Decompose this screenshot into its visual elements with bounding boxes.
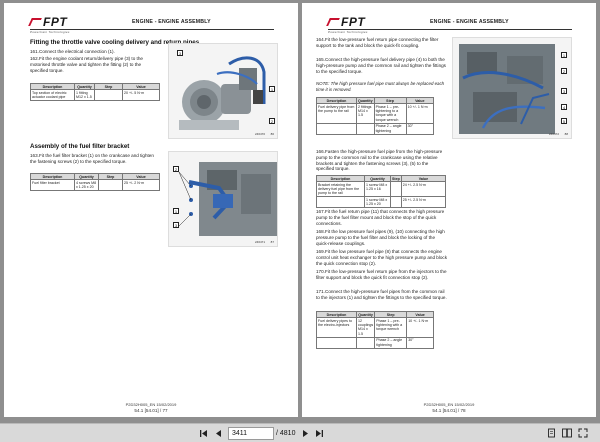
first-page-icon[interactable] [198,428,208,438]
table-row: Top section of electric actuator coolant… [30,89,160,101]
page-total-label: / 4810 [276,430,296,437]
next-page-icon[interactable] [300,428,310,438]
step-164: 164.Fit the low-pressure fuel return pip… [316,37,439,48]
callout-5: 5 [561,118,567,124]
callout-1: 1 [561,52,567,58]
note-high-pressure-pipe: NOTE: The high pressure fuel pipe must a… [316,81,445,92]
torque-table-delivery-pipe: Description Quantity Step Value Fuel del… [316,97,435,135]
page-header-title: ENGINE - ENGINE ASSEMBLY [132,19,211,25]
footer-page-number: 54.1 [54.01] / 77 [134,408,168,413]
section-title-throttle: Fitting the throttle valve cooling deliv… [30,39,200,46]
torque-table-coolant: Description Quantity Step Value Top sect… [30,83,160,101]
callout-4: 4 [561,104,567,110]
viewer-toolbar: 3411 / 4810 [0,423,600,442]
callout-3: 3 [177,50,183,56]
fuel-filter-illustration [169,152,277,246]
figure-code: 246470 [254,132,265,136]
figure-fuel-filter-bracket: 2 1 3 246471 87 [168,151,278,247]
table-row: Fuel delivery pipes to the electro-injec… [316,317,434,338]
figure-code: 246471 [254,240,265,244]
table-row: Phase 2 – angle tightening 30° [316,122,435,135]
step-165: 165.Connect the high-pressure fuel deliv… [316,57,446,74]
single-page-view-icon[interactable] [546,428,556,438]
previous-page-icon[interactable] [213,428,223,438]
table-row: Phase 2 – angle tightening 30° [316,336,434,349]
torque-table-bracket: Description Quantity Step Value Bracket … [316,175,447,209]
step-168: 168.Fit the low pressure fuel pipes (9),… [316,229,445,246]
footer-reference: P2D32H005_EN 15/02/2019 [125,402,177,407]
table-row: 1 screw M8 x 1.25 x 20 25 +/- 2.5 N·m [316,196,447,209]
callout-2: 2 [173,166,179,172]
header-divider [30,29,274,30]
fullscreen-icon[interactable] [578,428,588,438]
callout-1: 1 [269,86,275,92]
step-163: 163.Fit the fuel filter bracket (1) on t… [30,153,154,164]
step-162: 162.Fit the engine coolant return/delive… [30,56,143,73]
figure-number: 87 [270,240,274,244]
step-161: 161.Connect the electrical connection (1… [30,49,115,54]
header-divider [328,29,572,30]
callout-1: 1 [173,208,179,214]
page-number-input[interactable]: 3411 [228,427,274,440]
fpt-logo: FPT Powertrain Technologies [28,15,70,34]
table-row: Bracket retaining the delivery fuel pipe… [316,180,447,198]
figure-throttle-valve: 3 1 2 246470 86 [168,43,278,139]
callout-2: 2 [269,118,275,124]
figure-number: 86 [270,132,274,136]
step-170: 170.Fit the low-pressure fuel return pip… [316,269,447,280]
left-page: FPT Powertrain Technologies ENGINE - ENG… [4,3,298,417]
page-header-title: ENGINE - ENGINE ASSEMBLY [430,19,509,25]
table-row: Fuel filter bracket 4 screws M8 x 1.25 x… [30,179,160,191]
footer-page-number: 54.1 [54.01] / 78 [432,408,466,413]
step-166: 166.Fasten the high-pressure fuel pipe f… [316,149,443,172]
footer-reference: P2D32H005_EN 15/02/2019 [423,402,475,407]
section-title-fuel-filter: Assembly of the fuel filter bracket [30,143,130,150]
table-row: Fuel delivery pipe from the pump to the … [316,103,435,124]
right-page: FPT Powertrain Technologies ENGINE - ENG… [302,3,596,417]
fpt-logo: FPT Powertrain Technologies [326,15,368,34]
callout-3: 3 [561,88,567,94]
fuel-pipes-illustration [453,38,571,138]
step-169: 169.Fit the low pressure fuel pipe (8) t… [316,249,448,266]
figure-number: 88 [564,132,568,136]
figure-code: 246472 [548,132,559,136]
callout-2: 2 [561,68,567,74]
step-171: 171.Connect the high-pressure fuel pipes… [316,289,447,300]
figure-fuel-pipes: 1 2 3 4 5 246472 88 [452,37,572,139]
torque-table-filter-bracket: Description Quantity Step Value Fuel fil… [30,173,160,191]
throttle-valve-illustration [169,44,277,138]
step-167: 167.Fit the fuel return pipe (11) that c… [316,209,445,226]
torque-table-injector-pipes: Description Quantity Step Value Fuel del… [316,311,434,349]
last-page-icon[interactable] [314,428,324,438]
callout-3: 3 [173,222,179,228]
two-page-view-icon[interactable] [562,428,572,438]
